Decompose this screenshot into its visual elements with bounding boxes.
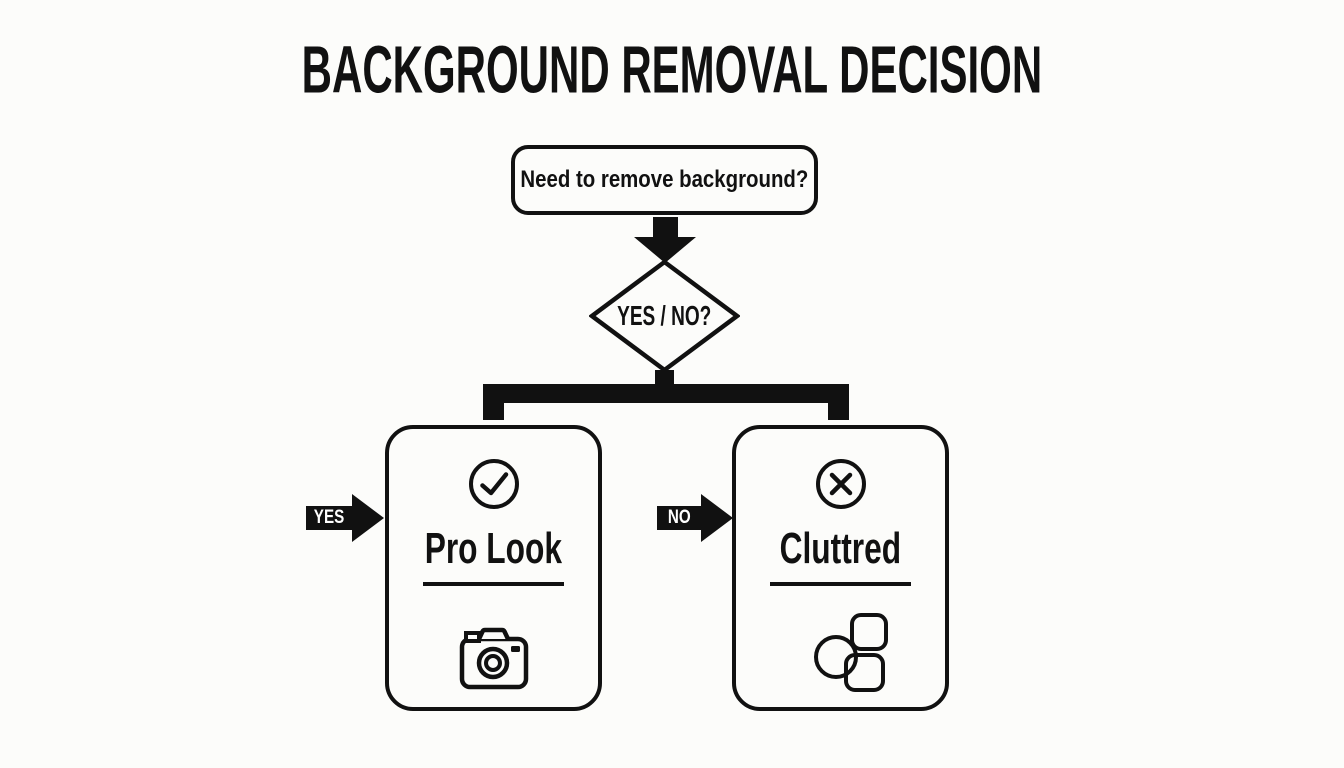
yes-arrow-label: YES bbox=[313, 507, 345, 528]
check-circle-icon bbox=[468, 459, 519, 509]
page-title-text: BACKGROUND REMOVAL DECISION bbox=[301, 31, 1043, 107]
outcome-card-yes: Pro Look bbox=[385, 425, 602, 711]
outcome-yes-title: Pro Look bbox=[424, 524, 563, 573]
camera-icon bbox=[459, 627, 528, 690]
no-arrow: NO bbox=[657, 494, 733, 542]
outcome-card-no: Cluttred bbox=[732, 425, 949, 711]
overlapping-shapes-icon bbox=[813, 613, 888, 692]
yes-arrow-label-wrap: YES bbox=[306, 506, 352, 530]
question-node: Need to remove background? bbox=[511, 145, 818, 215]
decision-node: YES / NO? bbox=[589, 259, 740, 373]
x-circle-icon bbox=[815, 459, 866, 509]
yes-arrow: YES bbox=[306, 494, 384, 542]
page-title: BACKGROUND REMOVAL DECISION bbox=[0, 32, 1344, 107]
decision-node-label: YES / NO? bbox=[617, 300, 712, 331]
yes-arrow-icon bbox=[306, 494, 384, 542]
outcome-no-divider bbox=[770, 582, 911, 586]
connector-bar bbox=[483, 384, 849, 403]
connector-right-drop bbox=[828, 403, 849, 420]
no-arrow-icon bbox=[657, 494, 733, 542]
outcome-yes-divider bbox=[423, 582, 564, 586]
outcome-yes-title-wrap: Pro Look bbox=[389, 525, 598, 573]
connector-stem bbox=[655, 370, 674, 386]
outcome-no-title: Cluttred bbox=[779, 524, 902, 573]
outcome-no-title-wrap: Cluttred bbox=[736, 525, 945, 573]
connector-left-drop bbox=[483, 403, 504, 420]
no-arrow-label: NO bbox=[667, 507, 691, 528]
arrow-down-icon bbox=[634, 217, 696, 263]
question-node-label: Need to remove background? bbox=[520, 166, 809, 193]
no-arrow-label-wrap: NO bbox=[657, 506, 701, 530]
